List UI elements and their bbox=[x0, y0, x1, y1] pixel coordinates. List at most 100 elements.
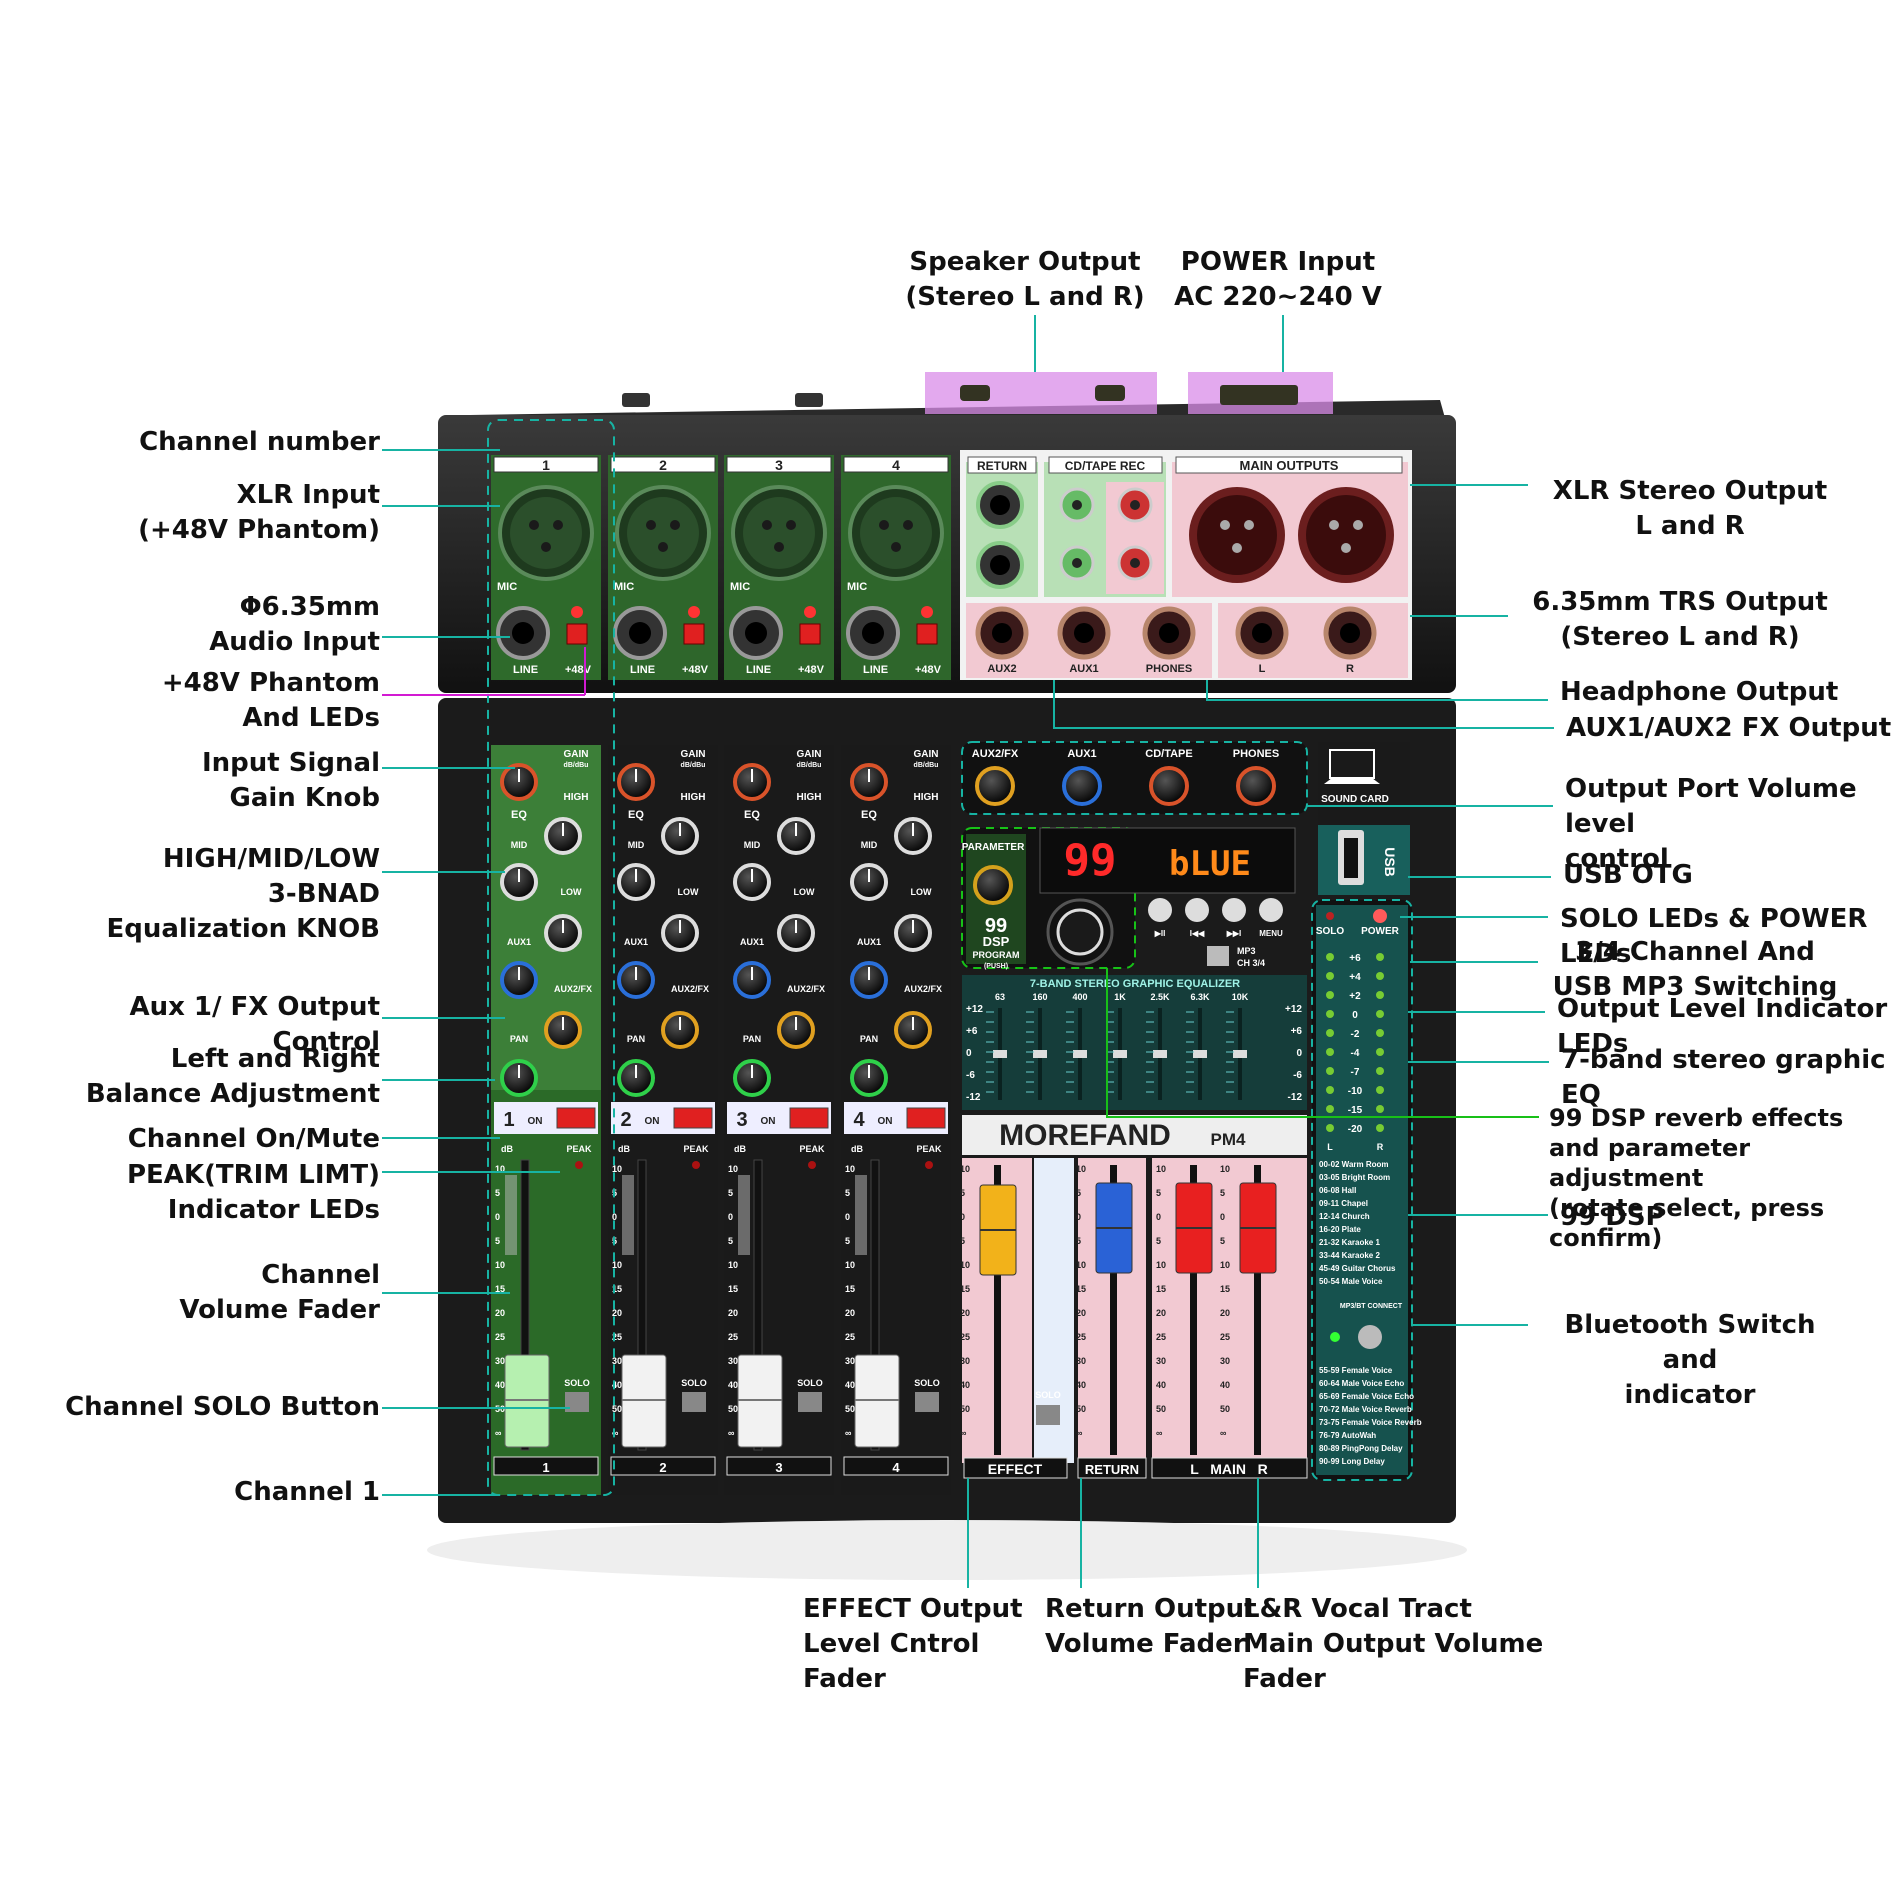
svg-text:L MAIN R: L MAIN R bbox=[1190, 1461, 1268, 1477]
svg-text:+48V: +48V bbox=[565, 664, 592, 676]
svg-text:AUX2/FX: AUX2/FX bbox=[972, 748, 1019, 760]
svg-text:6.3K: 6.3K bbox=[1190, 992, 1210, 1002]
svg-text:30: 30 bbox=[728, 1356, 738, 1366]
svg-text:33-44 Karaoke 2: 33-44 Karaoke 2 bbox=[1319, 1251, 1380, 1260]
svg-text:MIC: MIC bbox=[614, 581, 634, 593]
callout-left-11: Channel Volume Fader bbox=[179, 1260, 380, 1325]
callout-power-input: POWER Input AC 220~240 V bbox=[1174, 247, 1382, 312]
svg-text:15: 15 bbox=[1220, 1284, 1230, 1294]
svg-text:+4: +4 bbox=[1349, 972, 1361, 983]
svg-text:5: 5 bbox=[960, 1188, 965, 1198]
svg-text:10: 10 bbox=[1156, 1164, 1166, 1174]
svg-text:5: 5 bbox=[1156, 1236, 1161, 1246]
svg-text:PAN: PAN bbox=[860, 1034, 878, 1044]
svg-text:∞: ∞ bbox=[612, 1428, 619, 1438]
svg-text:∞: ∞ bbox=[495, 1428, 502, 1438]
callout-right-1: XLR Stereo Output L and R bbox=[1552, 476, 1828, 541]
svg-text:∞: ∞ bbox=[960, 1428, 967, 1438]
svg-text:0: 0 bbox=[966, 1048, 972, 1059]
svg-text:dB/dBu: dB/dBu bbox=[914, 762, 939, 769]
svg-text:10: 10 bbox=[728, 1260, 738, 1270]
svg-text:50: 50 bbox=[1220, 1404, 1230, 1414]
display-text: bLUE bbox=[1169, 844, 1251, 884]
svg-text:30: 30 bbox=[845, 1356, 855, 1366]
svg-text:SOLO: SOLO bbox=[1316, 926, 1345, 937]
io-return-label: RETURN bbox=[977, 459, 1027, 473]
svg-text:EQ: EQ bbox=[511, 809, 527, 821]
svg-text:AUX2/FX: AUX2/FX bbox=[554, 984, 592, 994]
svg-text:10: 10 bbox=[1076, 1260, 1086, 1270]
callout-right-10: 7-band stereo graphic EQ bbox=[1561, 1045, 1886, 1110]
svg-text:MIC: MIC bbox=[730, 581, 750, 593]
callout-right-5: Output Port Volume level control bbox=[1565, 774, 1857, 874]
svg-text:10: 10 bbox=[1220, 1260, 1230, 1270]
callout-left-7: Aux 1/ FX Output Control bbox=[129, 992, 380, 1057]
svg-text:(PUSH): (PUSH) bbox=[984, 963, 1008, 970]
svg-text:-6: -6 bbox=[1293, 1070, 1302, 1081]
svg-text:5: 5 bbox=[495, 1236, 500, 1246]
svg-text:L: L bbox=[1327, 1142, 1333, 1152]
svg-text:1K: 1K bbox=[1114, 992, 1126, 1002]
svg-text:SOLO: SOLO bbox=[797, 1378, 823, 1388]
callout-left-5: Input Signal Gain Knob bbox=[201, 748, 380, 813]
svg-text:2: 2 bbox=[620, 1109, 631, 1131]
svg-text:AUX1: AUX1 bbox=[1067, 748, 1096, 760]
svg-text:15: 15 bbox=[845, 1284, 855, 1294]
svg-text:MENU: MENU bbox=[1259, 929, 1283, 938]
svg-text:dB/dBu: dB/dBu bbox=[797, 762, 822, 769]
svg-text:AUX2: AUX2 bbox=[987, 663, 1016, 675]
svg-text:3: 3 bbox=[775, 1460, 782, 1475]
callout-left-13: Channel 1 bbox=[234, 1477, 380, 1507]
svg-text:20: 20 bbox=[1156, 1308, 1166, 1318]
callout-right-4: AUX1/AUX2 FX Output bbox=[1566, 713, 1892, 743]
svg-text:dB/dBu: dB/dBu bbox=[564, 762, 589, 769]
svg-text:5: 5 bbox=[1156, 1188, 1161, 1198]
svg-text:10: 10 bbox=[612, 1164, 622, 1174]
channel-number: 4 bbox=[892, 457, 900, 473]
svg-text:5: 5 bbox=[845, 1188, 850, 1198]
svg-text:SOLO: SOLO bbox=[914, 1378, 940, 1388]
svg-text:PEAK: PEAK bbox=[799, 1144, 825, 1154]
svg-text:0: 0 bbox=[728, 1212, 733, 1222]
svg-text:HIGH: HIGH bbox=[914, 792, 939, 803]
callout-left-6: HIGH/MID/LOW 3-BNAD Equalization KNOB bbox=[106, 844, 380, 944]
svg-text:40: 40 bbox=[1076, 1380, 1086, 1390]
svg-text:LINE: LINE bbox=[630, 664, 655, 676]
svg-text:RETURN: RETURN bbox=[1085, 1462, 1139, 1477]
svg-text:L: L bbox=[1259, 663, 1266, 675]
svg-text:20: 20 bbox=[1220, 1308, 1230, 1318]
svg-text:160: 160 bbox=[1032, 992, 1047, 1002]
svg-text:03-05 Bright Room: 03-05 Bright Room bbox=[1319, 1173, 1390, 1182]
svg-text:ON: ON bbox=[528, 1116, 543, 1127]
svg-text:21-32 Karaoke 1: 21-32 Karaoke 1 bbox=[1319, 1238, 1380, 1247]
svg-text:55-59 Female Voice: 55-59 Female Voice bbox=[1319, 1366, 1393, 1375]
svg-text:ON: ON bbox=[761, 1116, 776, 1127]
channel-number: 2 bbox=[659, 457, 667, 473]
svg-text:15: 15 bbox=[1076, 1284, 1086, 1294]
svg-text:LOW: LOW bbox=[794, 887, 815, 897]
svg-text:LOW: LOW bbox=[678, 887, 699, 897]
svg-text:PAN: PAN bbox=[627, 1034, 645, 1044]
svg-text:DSP: DSP bbox=[983, 934, 1010, 949]
svg-text:0: 0 bbox=[1156, 1212, 1161, 1222]
svg-text:20: 20 bbox=[612, 1308, 622, 1318]
svg-text:20: 20 bbox=[845, 1308, 855, 1318]
svg-text:+2: +2 bbox=[1349, 991, 1361, 1002]
svg-text:AUX1: AUX1 bbox=[1069, 663, 1098, 675]
svg-text:2: 2 bbox=[659, 1460, 666, 1475]
svg-text:16-20 Plate: 16-20 Plate bbox=[1319, 1225, 1361, 1234]
svg-text:1: 1 bbox=[542, 1460, 549, 1475]
svg-text:5: 5 bbox=[1076, 1188, 1081, 1198]
svg-text:∞: ∞ bbox=[1076, 1428, 1083, 1438]
svg-text:AUX1: AUX1 bbox=[740, 937, 764, 947]
svg-text:50: 50 bbox=[960, 1404, 970, 1414]
svg-text:+6: +6 bbox=[1291, 1026, 1303, 1037]
svg-text:CD/TAPE: CD/TAPE bbox=[1145, 748, 1192, 760]
svg-text:MIC: MIC bbox=[497, 581, 517, 593]
svg-text:70-72 Male Voice Reverb: 70-72 Male Voice Reverb bbox=[1319, 1405, 1412, 1414]
svg-text:00-02 Warm Room: 00-02 Warm Room bbox=[1319, 1160, 1389, 1169]
channel-1-highlight bbox=[487, 419, 615, 1496]
